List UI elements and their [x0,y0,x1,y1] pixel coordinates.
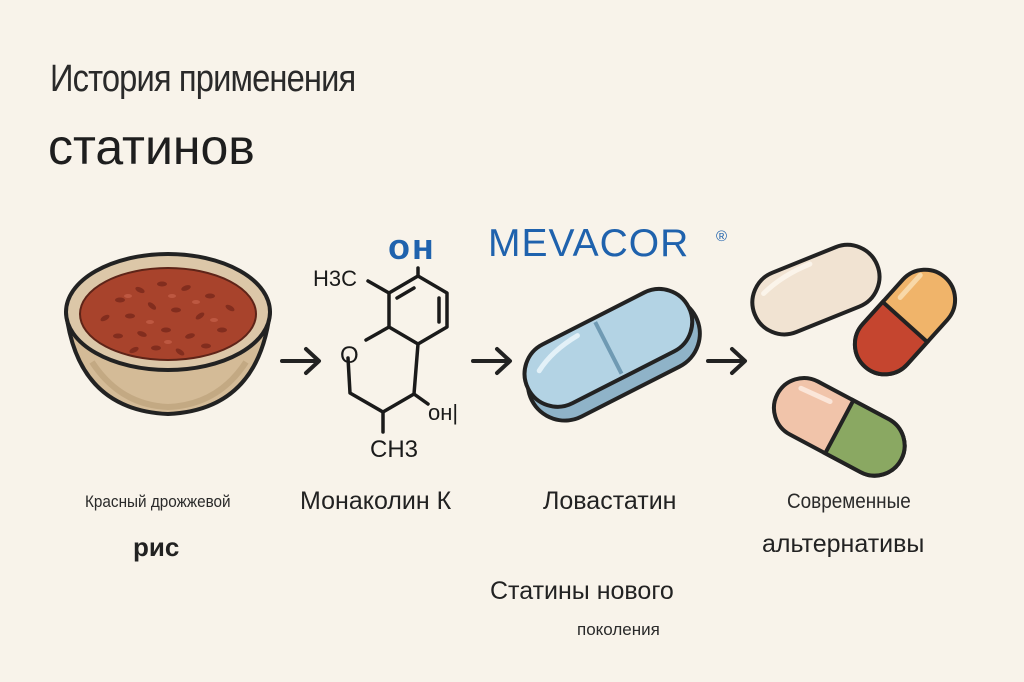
stage-label-modern: Современные [787,490,911,513]
stage-label-lovastatin: Ловастатин [543,487,677,515]
stage-label-red-yeast-rice-line2: рис [133,532,180,562]
footnote-line1: Статины нового [490,577,674,605]
brand-name: MEVACOR [488,222,690,265]
brand-prefix: он [388,226,436,267]
molecule-methyl-bottom: CH3 [370,436,419,463]
arrow-icon [471,347,512,375]
stage-label-modern-line2: альтернативы [762,530,925,558]
page-title-line2: статинов [48,119,255,175]
arrow-icon [280,347,321,375]
molecule-structure-icon [346,266,449,434]
stage-label-red-yeast-rice: Красный дрожжевой [85,492,231,511]
stage-label-monacolin: Монаколин К [300,487,452,515]
molecule-ring-oxygen: O [340,342,359,369]
red-yeast-rice-bowl-icon [64,252,272,416]
footnote-line2: поколения [577,620,660,639]
page-title-line1: История применения [50,58,356,100]
arrow-icon [706,347,747,375]
molecule-hydroxyl: он| [428,400,459,425]
molecule-methyl-top: H3C [313,266,358,291]
registered-mark: ® [716,228,728,245]
